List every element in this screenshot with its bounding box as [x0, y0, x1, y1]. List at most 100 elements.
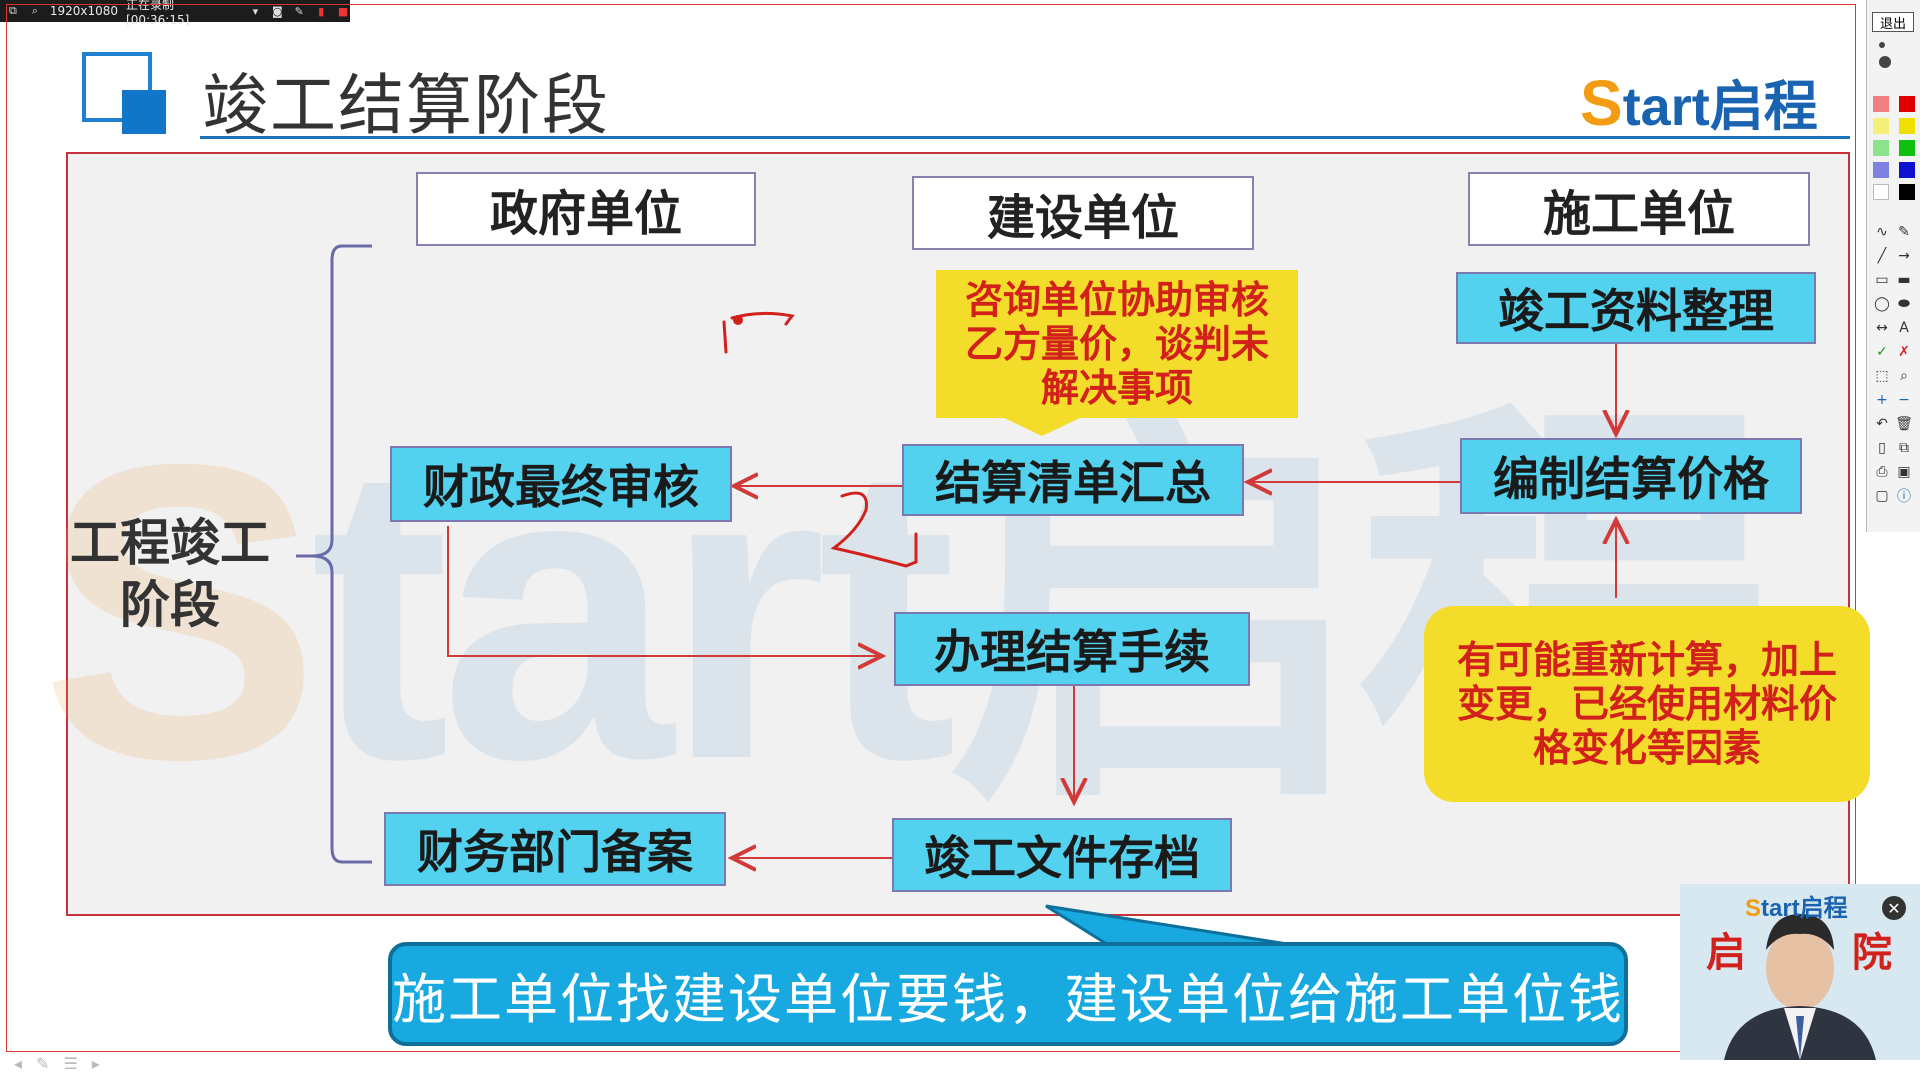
title-square-fill-icon	[122, 90, 166, 134]
note-consulting-line2: 乙方量价，谈判未	[964, 322, 1269, 366]
node-settlement-summary: 结算清单汇总	[902, 444, 1244, 516]
recorder-bar: ⧉ ⌕ 1920x1080 正在录制 [00:36:15] ▾ ◙ ✎ ▮ ■	[0, 0, 350, 27]
cross-icon[interactable]: ✗	[1898, 344, 1910, 360]
pen-icon[interactable]: ✎	[294, 4, 304, 18]
color-swatch-light-blue[interactable]	[1873, 162, 1889, 178]
double-arrow-icon[interactable]: ↔	[1876, 320, 1888, 336]
color-swatch-light-red[interactable]	[1873, 96, 1889, 112]
arrow-finance-to-procedures	[447, 526, 882, 656]
crop-icon[interactable]: ⬚	[1875, 368, 1889, 384]
prev-slide-icon[interactable]: ◂	[14, 1054, 23, 1073]
webcam-char-left: 启	[1706, 929, 1746, 976]
webcam-brand-s: S	[1745, 895, 1762, 922]
freehand-icon[interactable]: ∿	[1876, 224, 1888, 240]
color-palette	[1873, 96, 1919, 200]
stop-icon[interactable]: ■	[337, 4, 349, 18]
column-header-government: 政府单位	[416, 172, 756, 246]
stage-label-line2: 阶段	[120, 576, 220, 634]
text-tool-icon[interactable]: A	[1899, 320, 1909, 336]
annotation-mark-two	[830, 491, 918, 568]
brush-size-small-icon[interactable]	[1879, 42, 1885, 48]
note-recalc-line1: 有可能重新计算，加上	[1456, 638, 1837, 682]
copy-icon[interactable]: ⧉	[1899, 440, 1909, 456]
brand-logo-text: tart启程	[1622, 77, 1818, 137]
presenter-video	[1680, 884, 1920, 1060]
color-swatch-white[interactable]	[1873, 184, 1889, 200]
webcam-char-right: 院	[1852, 929, 1892, 976]
stage-label-line1: 工程竣工	[70, 514, 270, 572]
pencil-icon[interactable]: ✎	[1898, 224, 1910, 240]
note-consulting: 咨询单位协助审核 乙方量价，谈判未 解决事项	[936, 270, 1298, 418]
slide-title: 竣工结算阶段	[202, 67, 610, 144]
color-swatch-yellow[interactable]	[1899, 118, 1915, 134]
node-settlement-procedures: 办理结算手续	[894, 612, 1250, 686]
slide-frame	[6, 4, 1856, 1052]
ellipse-icon[interactable]: ◯	[1874, 296, 1890, 312]
screen-icon[interactable]: ▢	[1875, 488, 1889, 504]
new-page-icon[interactable]: ▯	[1878, 440, 1886, 456]
color-swatch-light-green[interactable]	[1873, 140, 1889, 156]
note-consulting-line1: 咨询单位协助审核	[964, 278, 1269, 322]
brand-logo: Start启程	[1580, 62, 1818, 141]
slide-controls: ◂ ✎ ☰ ▸	[14, 1054, 100, 1073]
note-recalc-line2: 变更，已经使用材料价	[1456, 682, 1837, 726]
color-swatch-light-yellow[interactable]	[1873, 118, 1889, 134]
dropdown-icon[interactable]: ▾	[252, 4, 259, 18]
watermark-s: S	[40, 378, 320, 847]
arrow-icon[interactable]: →	[1898, 248, 1910, 264]
stage-label: 工程竣工 阶段	[70, 512, 270, 636]
color-swatch-blue[interactable]	[1899, 162, 1915, 178]
rectangle-icon[interactable]: ▭	[1875, 272, 1889, 288]
print-icon[interactable]: ⎙	[1876, 464, 1888, 480]
pen-tool-icon[interactable]: ✎	[36, 1054, 50, 1073]
webcam-close-icon[interactable]: ✕	[1882, 896, 1906, 920]
next-slide-icon[interactable]: ▸	[91, 1054, 100, 1073]
callout-pointer	[1045, 904, 1301, 948]
recorder-resolution: 1920x1080	[49, 4, 119, 18]
filled-ellipse-icon[interactable]: ⬬	[1898, 296, 1910, 312]
brand-logo-s: S	[1580, 67, 1623, 139]
tool-grid: ∿ ✎ ╱ → ▭ ▬ ◯ ⬬ ↔ A ✓ ✗ ⬚ ⌕ + − ↶ 🗑 ▯ ⧉ …	[1871, 222, 1915, 506]
title-underline	[200, 136, 1850, 139]
node-prepare-settlement-price: 编制结算价格	[1460, 438, 1802, 514]
toolbar-dots	[1879, 42, 1891, 68]
search-icon[interactable]: ⌕	[31, 4, 38, 17]
line-icon[interactable]: ╱	[1877, 248, 1887, 264]
annotation-toolbar: ∿ ✎ ╱ → ▭ ▬ ◯ ⬬ ↔ A ✓ ✗ ⬚ ⌕ + − ↶ 🗑 ▯ ⧉ …	[1866, 0, 1920, 532]
recorder-status: 正在录制 [00:36:15]	[126, 0, 190, 27]
webcam-brand-text: tart启程	[1761, 895, 1848, 922]
annotation-dot	[733, 315, 743, 325]
node-completion-archive: 竣工文件存档	[892, 818, 1232, 892]
callout-banner: 施工单位找建设单位要钱，建设单位给施工单位钱	[388, 942, 1628, 1046]
brush-size-large-icon[interactable]	[1879, 56, 1891, 68]
undo-icon[interactable]: ↶	[1876, 416, 1888, 432]
node-finance-final-review: 财政最终审核	[390, 446, 732, 522]
webcam-overlay	[1680, 884, 1920, 1060]
color-swatch-green[interactable]	[1899, 140, 1915, 156]
zoom-icon[interactable]: ⌕	[1900, 368, 1908, 384]
info-icon[interactable]: ⓘ	[1897, 489, 1911, 505]
column-header-contractor: 施工单位	[1468, 172, 1810, 246]
check-icon[interactable]: ✓	[1876, 344, 1888, 360]
column-header-owner: 建设单位	[912, 176, 1254, 250]
color-swatch-black[interactable]	[1899, 184, 1915, 200]
save-icon[interactable]: ▣	[1897, 464, 1911, 480]
filled-rectangle-icon[interactable]: ▬	[1897, 272, 1911, 288]
note-recalculation: 有可能重新计算，加上 变更，已经使用材料价 格变化等因素	[1424, 606, 1870, 802]
camera-icon[interactable]: ◙	[271, 4, 283, 18]
plus-icon[interactable]: +	[1876, 392, 1888, 408]
note-recalc-line3: 格变化等因素	[1532, 726, 1761, 770]
pause-icon[interactable]: ▮	[318, 4, 325, 18]
menu-icon[interactable]: ☰	[63, 1054, 78, 1073]
consulting-note-pointer	[1000, 416, 1084, 436]
color-swatch-red[interactable]	[1899, 96, 1915, 112]
note-consulting-line3: 解决事项	[1040, 366, 1193, 410]
window-icon[interactable]: ⧉	[9, 4, 17, 17]
minus-icon[interactable]: −	[1898, 392, 1910, 408]
node-completion-docs: 竣工资料整理	[1456, 272, 1816, 344]
webcam-brand: Start启程	[1745, 888, 1848, 923]
trash-icon[interactable]: 🗑	[1895, 416, 1913, 432]
node-finance-filing: 财务部门备案	[384, 812, 726, 886]
exit-button[interactable]: 退出	[1872, 12, 1914, 32]
